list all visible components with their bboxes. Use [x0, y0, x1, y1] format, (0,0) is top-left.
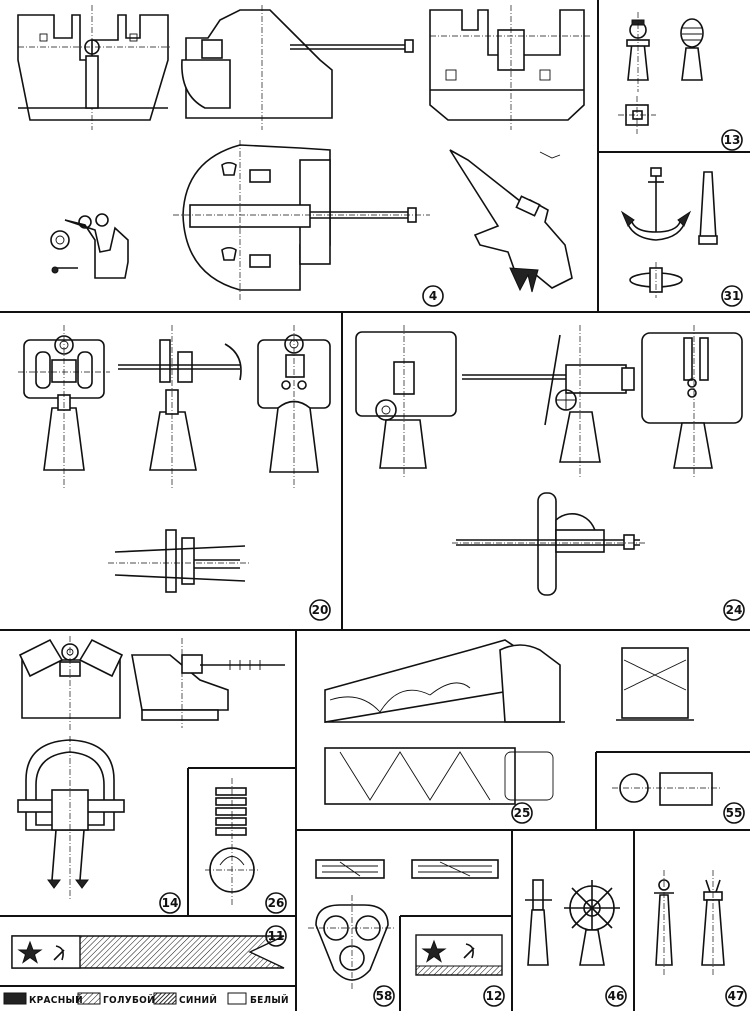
panel-number-58: 58 [376, 989, 393, 1003]
panel-number-11: 11 [268, 929, 285, 943]
panel-14-drawing [17, 636, 285, 914]
panel-number-46: 46 [608, 989, 625, 1003]
panel-number-25: 25 [514, 806, 531, 820]
legend-label-lightblue: ГОЛУБОЙ [103, 993, 155, 1006]
legend-swatch-red [3, 992, 27, 1005]
legend-label-blue: СИНИЙ [179, 993, 217, 1006]
panel-4-drawing [17, 5, 590, 307]
panel-46-drawing [525, 879, 627, 1007]
panel-number-4: 4 [429, 289, 437, 303]
panel-number-24: 24 [726, 603, 743, 617]
legend-label-white: БЕЛЫЙ [250, 993, 289, 1006]
color-legend: КРАСНЫЙ ГОЛУБОЙ СИНИЙ БЕЛЫЙ [3, 992, 289, 1006]
panel-number-13: 13 [724, 133, 741, 147]
legend-swatch-white [227, 992, 247, 1005]
legend-swatch-blue [153, 992, 177, 1005]
panel-26-drawing [205, 778, 287, 914]
panel-55-drawing [612, 772, 745, 824]
panel-13-drawing [618, 12, 743, 151]
legend-label-red: КРАСНЫЙ [29, 993, 83, 1006]
panel-11-drawing [11, 925, 287, 969]
panel-number-47: 47 [728, 989, 745, 1003]
panel-12-drawing [415, 934, 505, 1007]
panel-number-26: 26 [268, 896, 285, 910]
panel-25-drawing [324, 639, 694, 824]
panel-number-55: 55 [726, 806, 743, 820]
panel-24-drawing [355, 325, 745, 621]
panel-number-31: 31 [724, 289, 741, 303]
panel-47-drawing [654, 870, 747, 1007]
panel-58-drawing [308, 859, 499, 1007]
panel-31-drawing [620, 167, 743, 307]
panel-number-12: 12 [486, 989, 503, 1003]
panel-20-drawing [18, 325, 331, 621]
legend-swatch-lightblue [77, 992, 101, 1005]
panel-number-14: 14 [162, 896, 179, 910]
panel-number-20: 20 [312, 603, 329, 617]
